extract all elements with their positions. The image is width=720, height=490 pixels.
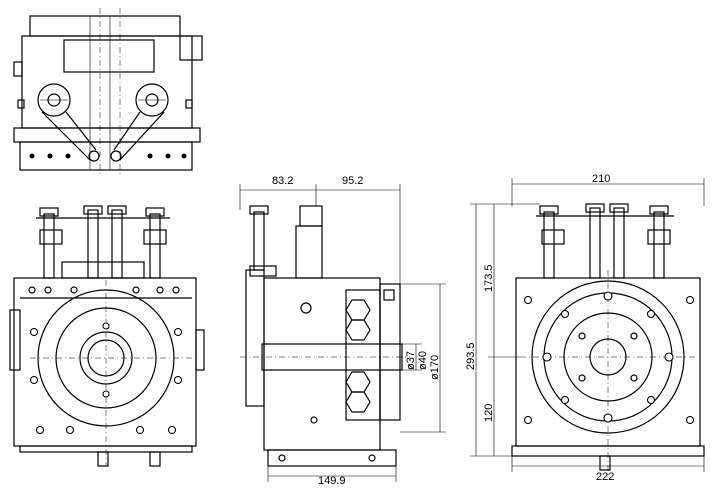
dim-83-2: 83.2 <box>272 175 293 187</box>
dim-dia-40: ø40 <box>417 351 429 370</box>
dim-dia-170: ø170 <box>429 355 441 380</box>
dim-222: 222 <box>596 471 614 483</box>
end-view: 210 222 173.5 293.5 120 <box>465 173 705 483</box>
dim-dia-37: ø37 <box>405 351 417 370</box>
dim-173-5: 173.5 <box>483 264 495 292</box>
dim-120: 120 <box>483 404 495 422</box>
dim-149-9: 149.9 <box>318 475 346 487</box>
dim-293-5: 293.5 <box>465 342 477 370</box>
front-view <box>9 205 205 467</box>
dim-95-2: 95.2 <box>342 175 363 187</box>
side-view: 83.2 95.2 149.9 ø37 ø40 ø170 <box>239 175 446 487</box>
dim-210: 210 <box>592 173 610 185</box>
top-view <box>13 8 203 176</box>
